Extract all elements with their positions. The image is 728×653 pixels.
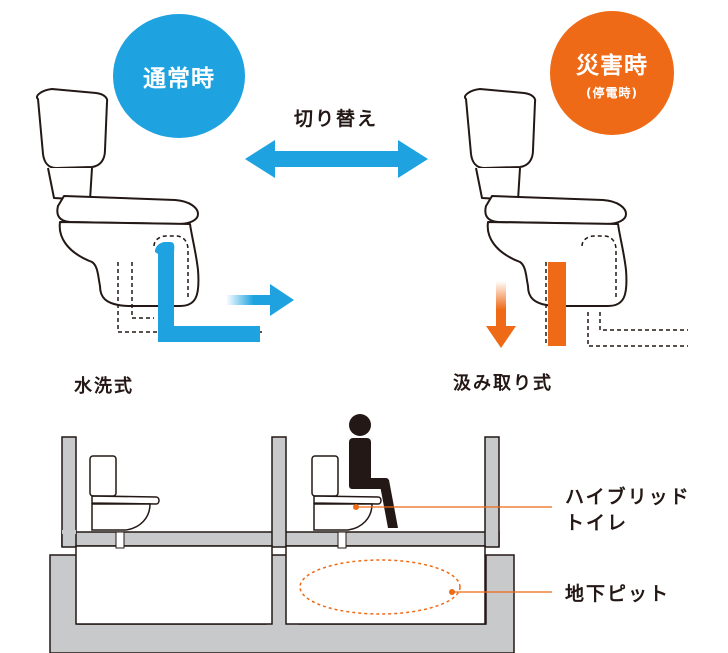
- pit-right: [285, 545, 486, 625]
- flow-arrow-down-icon: [486, 281, 516, 348]
- leader-pit: [449, 589, 552, 595]
- badge-normal-label: 通常時: [143, 66, 215, 92]
- hybrid-label-line2: トイレ: [565, 512, 629, 534]
- pit-label: 地下ピット: [565, 583, 671, 605]
- badge-disaster-label: 災害時: [576, 52, 648, 79]
- pit-left: [75, 545, 273, 625]
- small-toilet-left-icon: [89, 455, 160, 531]
- small-toilet-right-icon: [311, 455, 382, 531]
- badge-disaster-sublabel: (停電時): [586, 85, 638, 100]
- flush-pipe: [155, 242, 260, 342]
- badge-normal: 通常時: [113, 14, 245, 138]
- flow-arrow-right-icon: [226, 284, 294, 316]
- pit-outline: [299, 559, 461, 615]
- switch-label: 切り替え: [294, 108, 379, 130]
- leader-hybrid: [353, 504, 552, 510]
- hybrid-toilet-label: ハイブリッド トイレ: [565, 484, 691, 536]
- switch-arrow-icon: [245, 140, 428, 178]
- pump-pipe: [548, 262, 566, 346]
- person-seated-icon: [349, 414, 398, 528]
- badge-disaster: 災害時 (停電時): [550, 11, 674, 135]
- flush-type-label: 水洗式: [74, 376, 134, 397]
- hybrid-label-line1: ハイブリッド: [565, 486, 691, 508]
- pump-type-label: 汲み取り式: [453, 373, 553, 394]
- trap-dashed-left: [117, 235, 262, 333]
- trap-dashed-right: [545, 235, 688, 347]
